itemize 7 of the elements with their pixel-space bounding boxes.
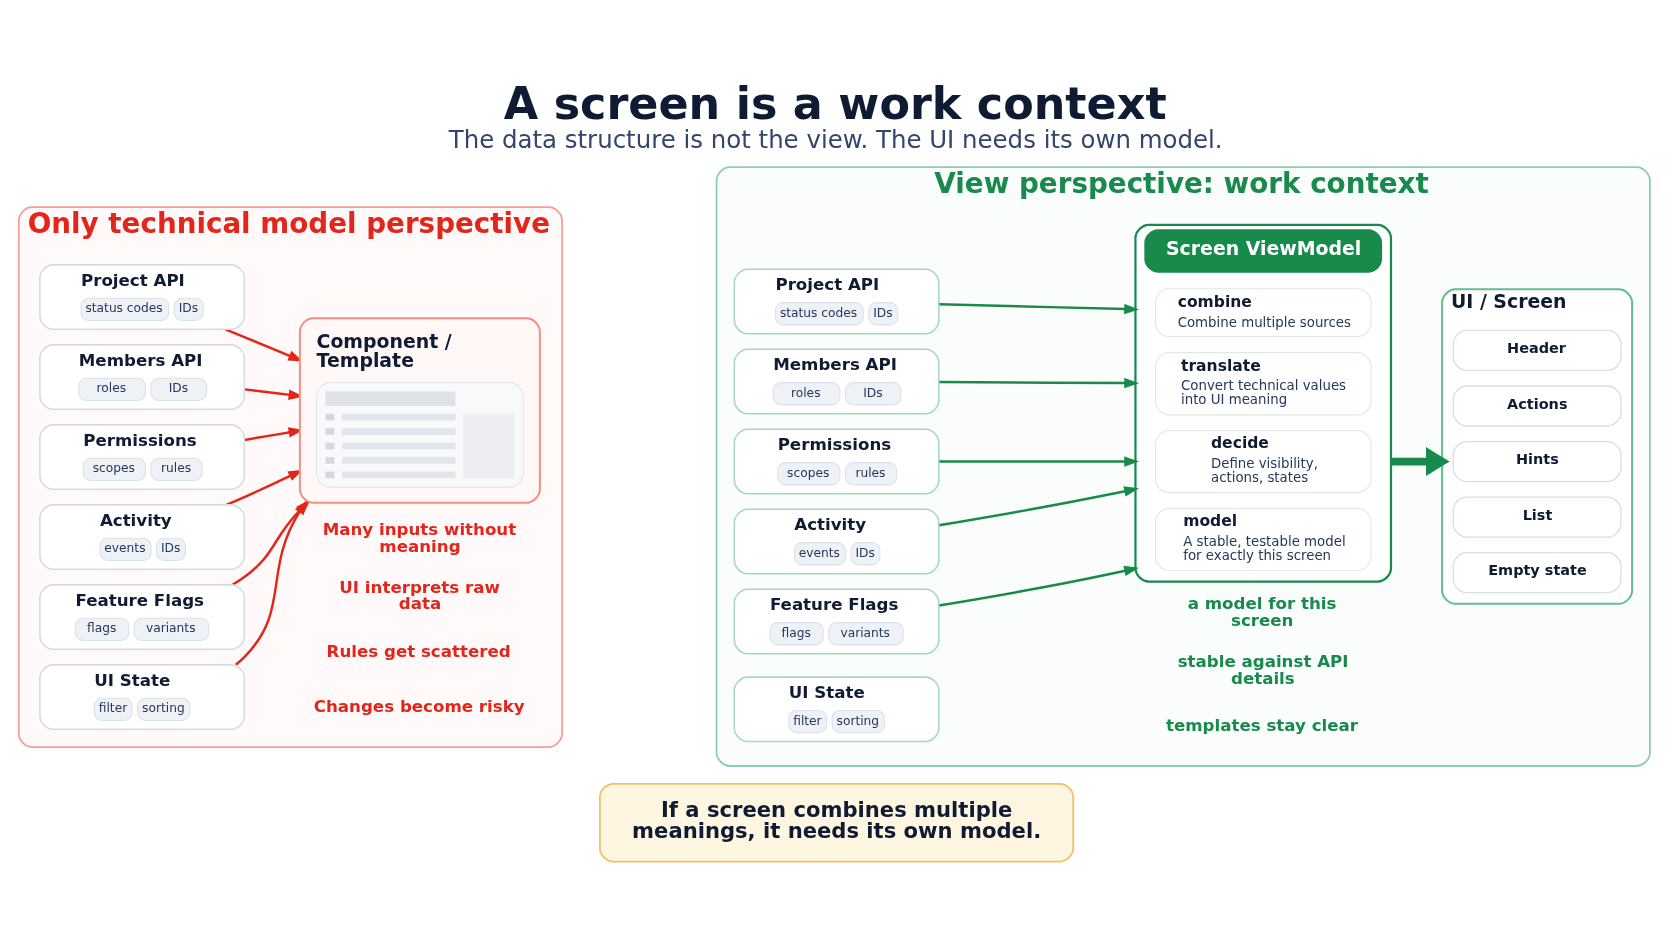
label: Changes become risky <box>313 696 525 716</box>
label: stable against API details <box>1177 651 1349 688</box>
label: a model for this screen <box>1187 593 1337 630</box>
label: templates stay clear <box>1166 715 1359 735</box>
label: Rules get scattered <box>326 641 511 661</box>
label: UI interprets raw data <box>339 577 500 613</box>
label: Many inputs without meaning <box>322 519 517 556</box>
